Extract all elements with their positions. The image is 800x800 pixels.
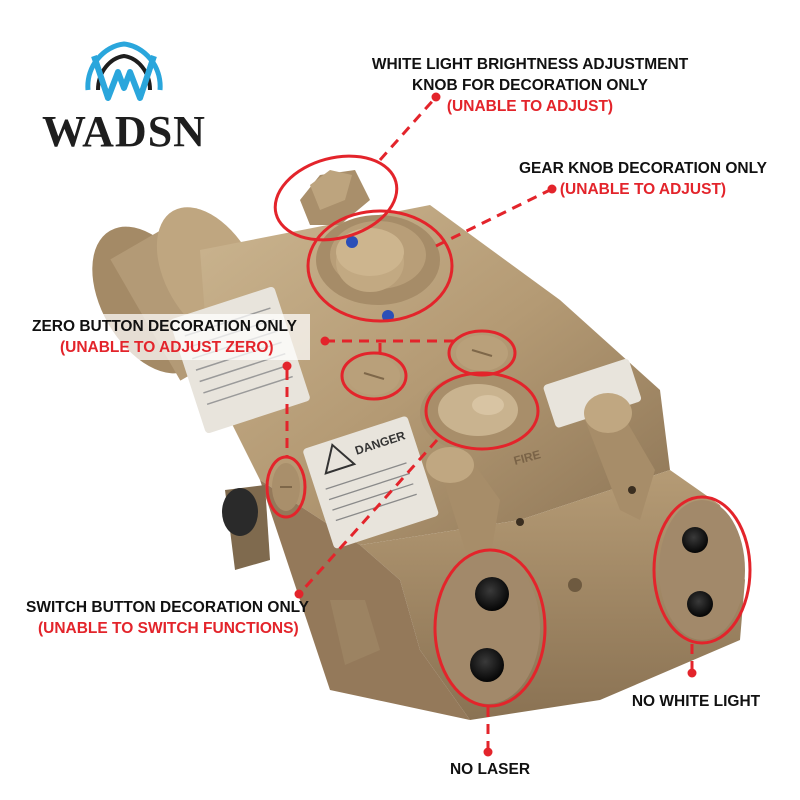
white-light-knob-note: (UNABLE TO ADJUST) — [446, 98, 614, 115]
zero-button-top — [456, 335, 508, 371]
zero-button-line1: ZERO BUTTON DECORATION ONLY — [32, 318, 297, 335]
gear-knob-line1: GEAR KNOB DECORATION ONLY — [518, 160, 767, 177]
zero-button-mid — [348, 357, 400, 395]
zero-button-callout-bg — [28, 314, 310, 360]
switch-button-line1: SWITCH BUTTON DECORATION ONLY — [26, 599, 310, 616]
no-laser-callout: NO LASER — [420, 759, 560, 780]
no-laser-label: NO LASER — [449, 761, 531, 778]
switch-button-callout: SWITCH BUTTON DECORATION ONLY (UNABLE TO… — [26, 597, 326, 639]
laser-aperture — [436, 552, 540, 704]
white-light-knob-line2: KNOB FOR DECORATION ONLY — [412, 77, 648, 94]
zero-button-note: (UNABLE TO ADJUST ZERO) — [60, 339, 274, 356]
white-light-knob-line1: WHITE LIGHT BRIGHTNESS ADJUSTMENT — [371, 56, 689, 73]
gear-knob-callout: GEAR KNOB DECORATION ONLY (UNABLE TO ADJ… — [508, 158, 778, 200]
annotation-overlay — [265, 154, 752, 708]
white-light-knob-callout: WHITE LIGHT BRIGHTNESS ADJUSTMENT KNOB F… — [360, 54, 700, 117]
no-white-light-callout: NO WHITE LIGHT — [612, 691, 780, 712]
gear-knob-note: (UNABLE TO ADJUST) — [559, 181, 727, 198]
white-light-knob — [300, 170, 370, 225]
no-white-light-label: NO WHITE LIGHT — [631, 693, 761, 710]
zero-button-side — [272, 463, 300, 511]
white-light-aperture — [659, 500, 745, 640]
logo-wordmark: WADSN — [42, 107, 206, 156]
fire-button: FIRE — [420, 373, 542, 468]
zero-button-callout: ZERO BUTTON DECORATION ONLY (UNABLE TO A… — [32, 316, 312, 358]
switch-button-note: (UNABLE TO SWITCH FUNCTIONS) — [38, 620, 299, 637]
rail-mount — [222, 485, 380, 665]
fire-text: FIRE — [512, 447, 542, 468]
wadsn-logo — [85, 41, 163, 101]
